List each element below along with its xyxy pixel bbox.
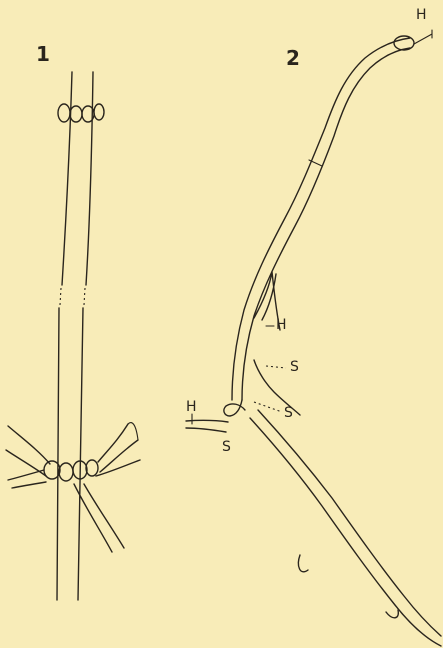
s-upper-leader: [266, 366, 286, 368]
lower-bump-2: [386, 610, 398, 618]
label-h-left: H: [186, 400, 197, 414]
lower-bump-1: [298, 555, 308, 572]
hypha-right-wall-lower: [78, 308, 83, 600]
label-h-top: H: [416, 8, 427, 22]
figure-1-number: 1: [36, 44, 50, 64]
lower-arc-inner: [258, 410, 441, 636]
arc-outer-wall: [232, 38, 410, 400]
label-s-upper: S: [290, 360, 299, 374]
upper-clamp-ring: [58, 104, 104, 122]
hypha-break-left: [60, 288, 61, 305]
arc-tip: [394, 36, 414, 50]
lower-arc-outer: [250, 418, 441, 646]
horizontal-branch-bottom: [186, 428, 226, 432]
figure-1-hypha: [6, 72, 140, 600]
side-branches: [6, 423, 140, 552]
hypha-break-right: [84, 288, 85, 305]
label-s-left: S: [222, 440, 231, 454]
lower-clamp-ring: [44, 460, 98, 481]
label-s-lower: S: [284, 406, 293, 420]
label-h-mid: H: [276, 318, 287, 332]
clamp-loop: [224, 400, 245, 416]
figure-2-number: 2: [286, 48, 300, 68]
hypha-right-wall-upper: [86, 72, 93, 285]
h-top-tick: [414, 30, 432, 44]
hypha-left-wall-lower: [57, 308, 59, 600]
arc-inner-wall: [242, 48, 410, 400]
figure-2-hypha: [186, 30, 441, 646]
